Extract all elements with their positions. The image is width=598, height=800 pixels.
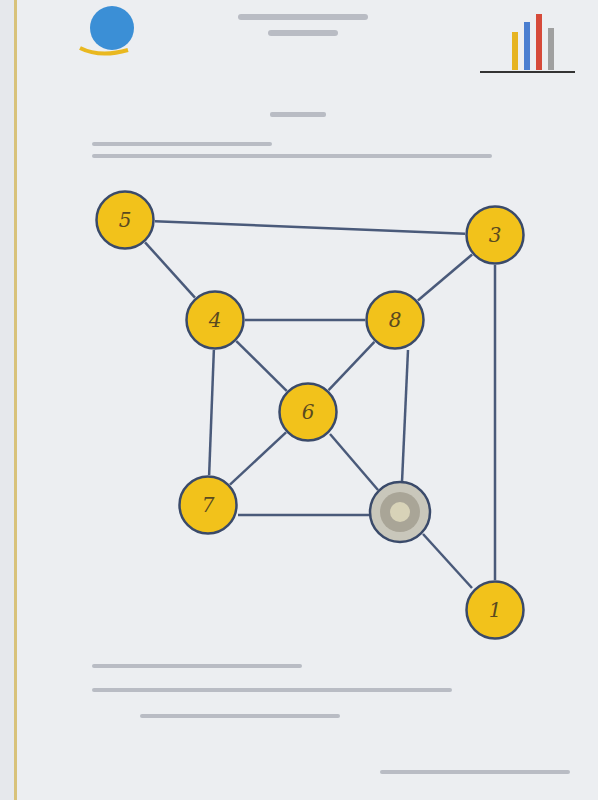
node-number: 8 xyxy=(365,290,425,350)
coin-links xyxy=(238,350,472,588)
graph-edge xyxy=(418,254,472,300)
node-number: 4 xyxy=(185,290,245,350)
number-circle: 3 xyxy=(465,205,525,265)
illegible-text xyxy=(92,14,570,774)
graph-edge xyxy=(230,432,286,484)
node-number: 3 xyxy=(465,205,525,265)
logo xyxy=(80,6,134,54)
number-circle: 1 xyxy=(465,580,525,640)
graph-edge xyxy=(145,242,195,297)
graph-edge xyxy=(494,265,497,580)
node-number: 6 xyxy=(278,382,338,442)
graph-edge xyxy=(236,341,286,391)
node-number: 5 xyxy=(95,190,155,250)
number-circle: 8 xyxy=(365,290,425,350)
number-circle: 4 xyxy=(185,290,245,350)
node-number: 7 xyxy=(178,475,238,535)
paper-edge xyxy=(14,0,17,800)
node-number: 1 xyxy=(465,580,525,640)
paper xyxy=(14,0,598,800)
graph-edge xyxy=(245,319,365,322)
number-circle: 5 xyxy=(95,190,155,250)
bar-logo xyxy=(480,14,575,72)
number-circle: 6 xyxy=(278,382,338,442)
coin xyxy=(370,482,430,542)
graph-edge xyxy=(329,342,375,390)
number-circle: 7 xyxy=(178,475,238,535)
graph-edge xyxy=(155,221,465,234)
graph-edge xyxy=(209,350,214,475)
